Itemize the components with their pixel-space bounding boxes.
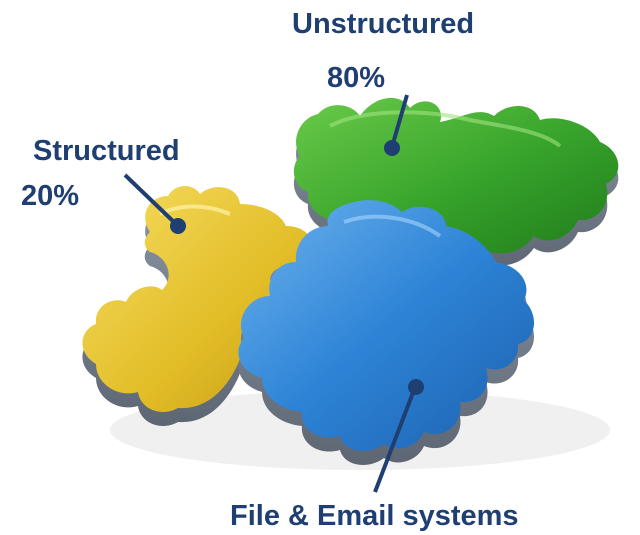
label-unstructured-percent: 80% [327, 62, 386, 94]
pointer-unstructured [390, 94, 409, 148]
label-file-email-systems: File & Email systems [230, 500, 519, 532]
label-structured-title: Structured [33, 135, 180, 167]
pointer-structured [123, 173, 178, 226]
pointer-lines [123, 94, 424, 493]
pointer-dot-unstructured [384, 140, 400, 156]
puzzle-piece-file-email-top [238, 200, 535, 451]
pointer-dot-structured [170, 218, 186, 234]
pointer-dot-file-email [408, 379, 424, 395]
puzzle-piece-file-email [238, 200, 535, 465]
puzzle-piece-structured-top [82, 186, 313, 413]
label-structured-percent: 20% [21, 180, 80, 212]
label-unstructured-title: Unstructured [292, 8, 475, 40]
pointer-file-email [373, 389, 416, 493]
